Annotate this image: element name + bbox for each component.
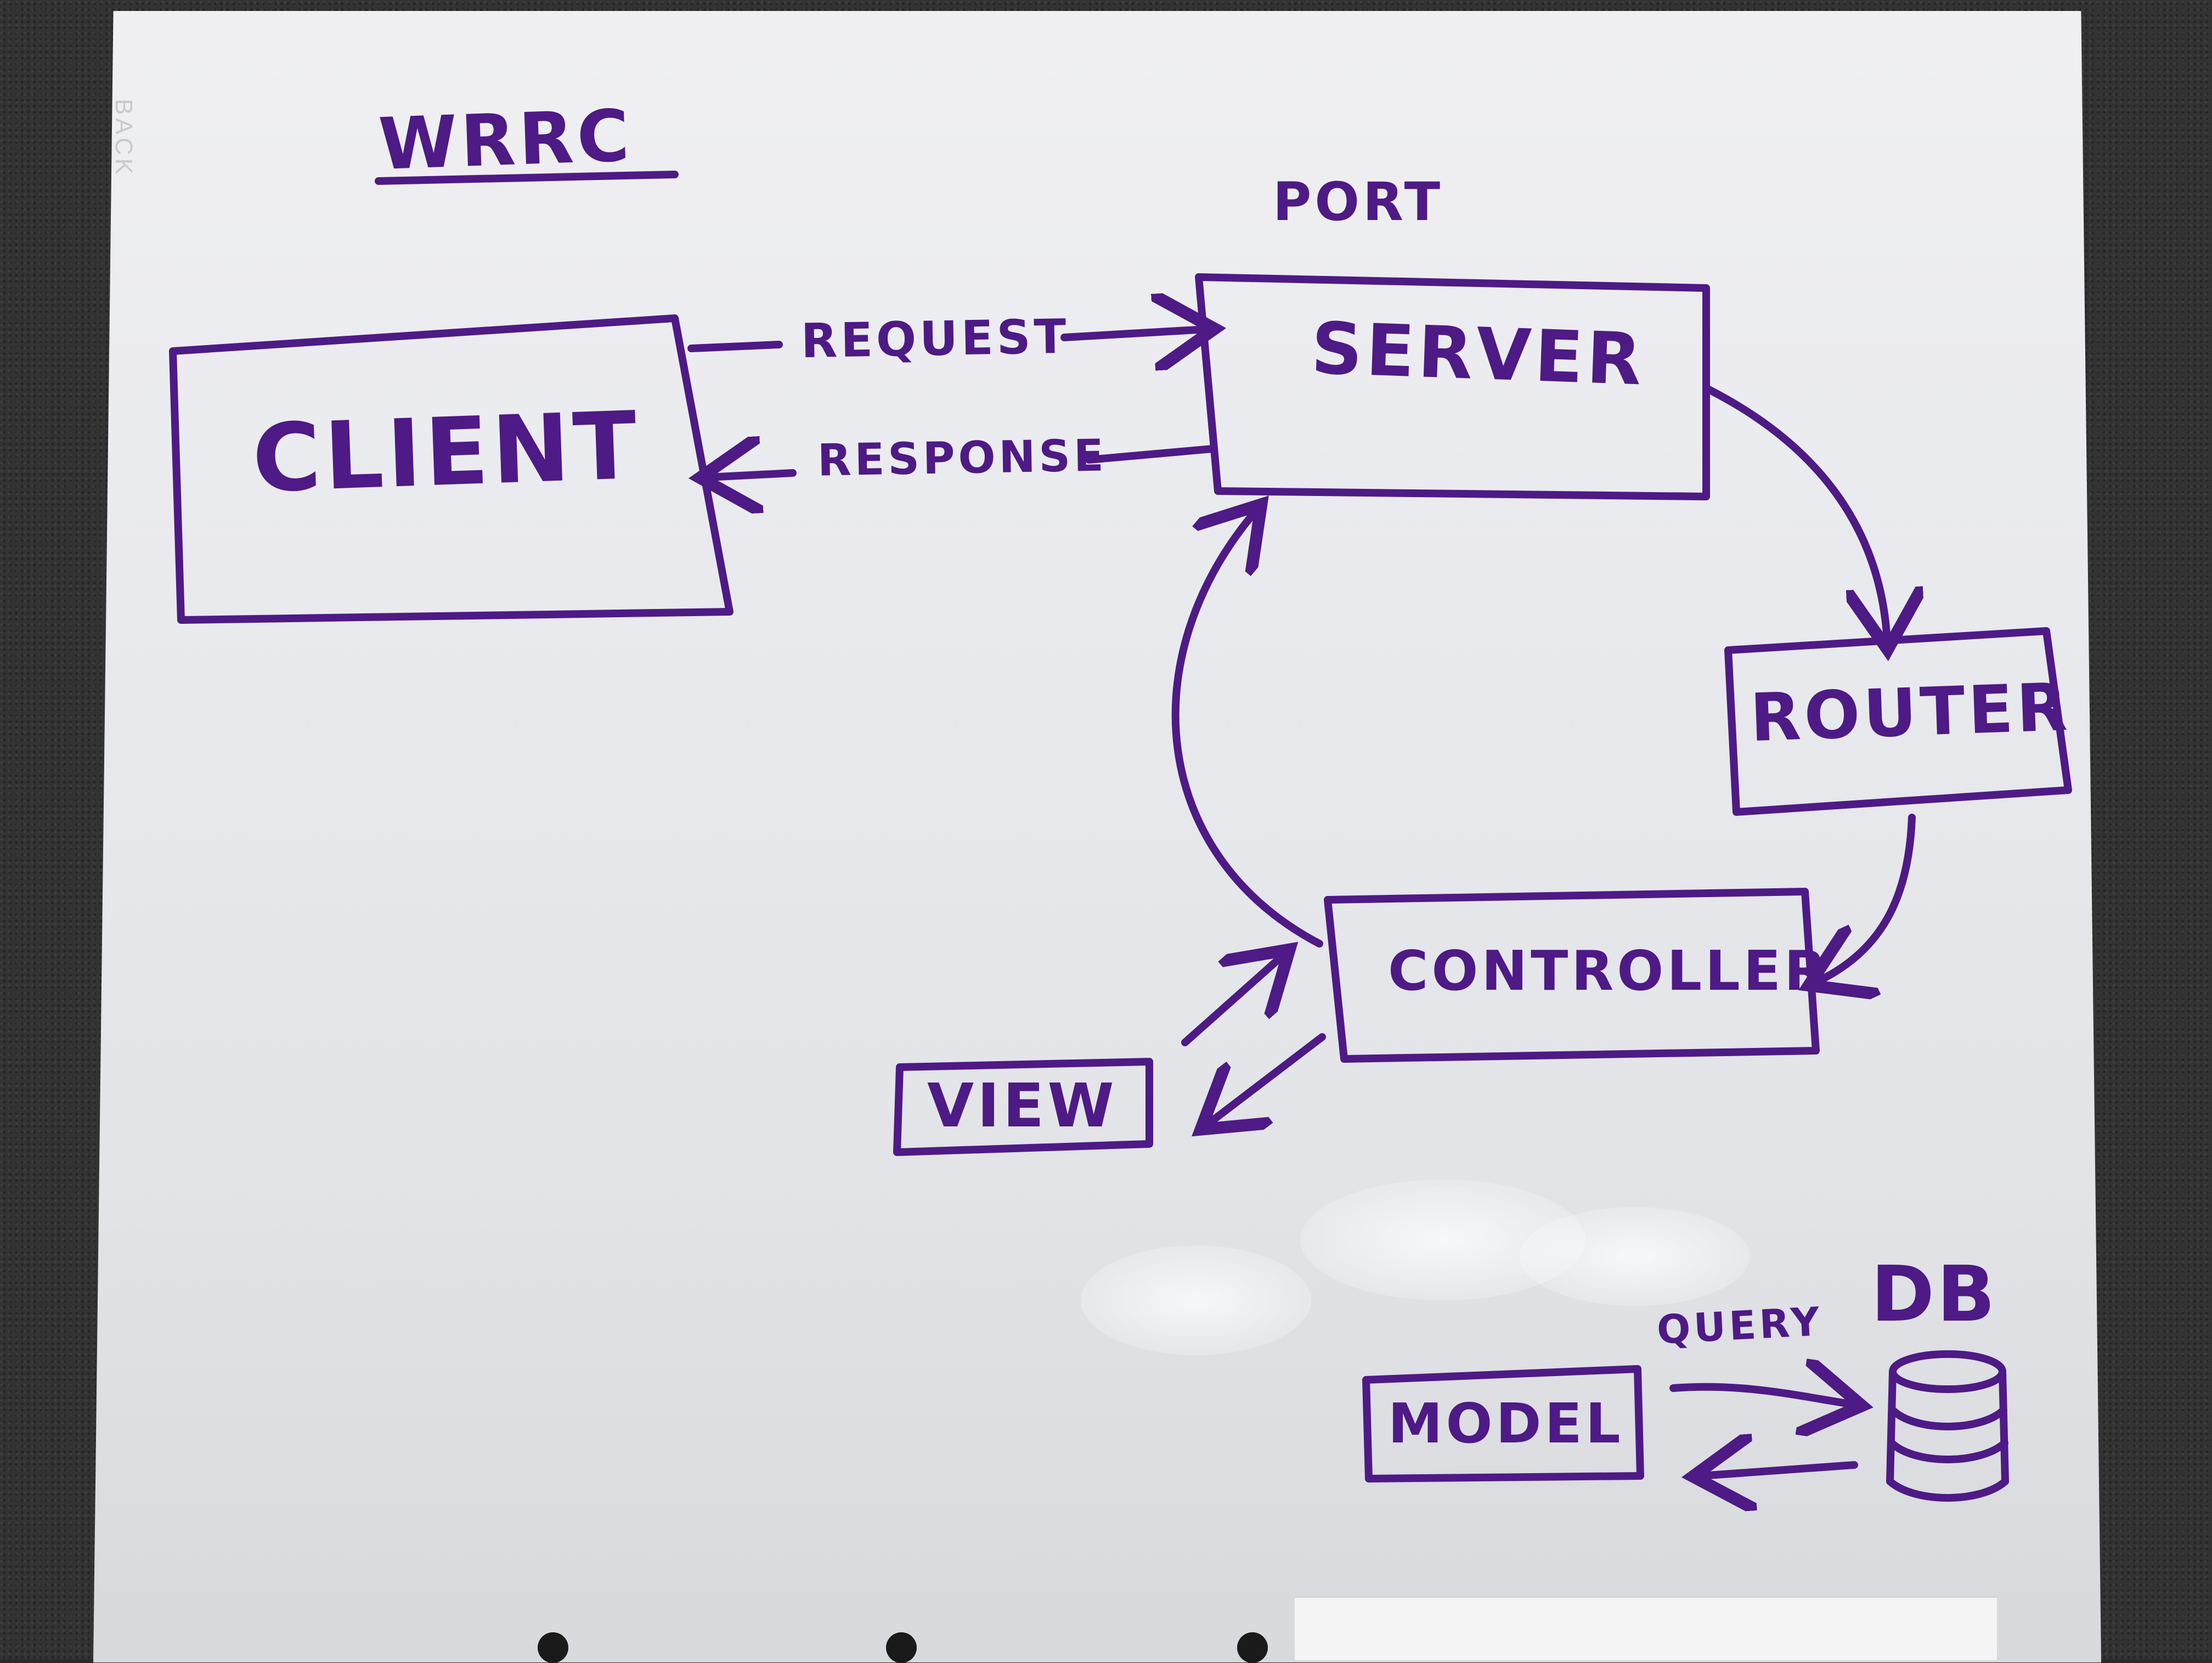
binder-hole-3	[1237, 1632, 1268, 1663]
server-box	[1195, 273, 1710, 500]
diagram-title: WRRC	[377, 93, 634, 187]
server-label: SERVER	[1310, 306, 1646, 402]
controller-box	[1324, 888, 1820, 1063]
binder-hole-1	[538, 1632, 568, 1663]
view-label: VIEW	[927, 1070, 1118, 1141]
router-controller-arrow	[1816, 814, 1916, 982]
model-box	[1362, 1365, 1644, 1482]
model-label: MODEL	[1388, 1391, 1624, 1456]
controller-server-arrow	[1171, 510, 1323, 948]
response-label: RESPONSE	[817, 430, 1108, 486]
query-label: QUERY	[1656, 1298, 1824, 1353]
response-line-right	[1085, 445, 1216, 464]
router-label: ROUTER	[1748, 669, 2072, 757]
paper-sheet	[1295, 1597, 1997, 1660]
client-box	[169, 314, 733, 624]
request-arrow	[1060, 329, 1207, 337]
binder-hole-2	[886, 1632, 917, 1663]
client-label: CLIENT	[250, 391, 642, 514]
controller-view-arrow	[1207, 1033, 1326, 1125]
port-label: PORT	[1273, 171, 1444, 233]
db-model-arrow	[1701, 1465, 1858, 1476]
db-label: DB	[1871, 1250, 1997, 1339]
response-arrow	[708, 473, 797, 477]
view-box	[893, 1058, 1153, 1156]
router-box	[1724, 627, 2072, 816]
request-line-left	[687, 341, 783, 352]
glare-3	[1081, 1245, 1311, 1355]
title-underline	[375, 171, 679, 185]
controller-label: CONTROLLER	[1388, 939, 1830, 1003]
request-label: REQUEST	[800, 309, 1070, 369]
model-db-arrow	[1669, 1387, 1854, 1405]
db-cylinder-icon	[1886, 1350, 2009, 1502]
glare-2	[1520, 1207, 1750, 1306]
view-controller-arrow	[1181, 955, 1284, 1046]
server-router-arrow	[1705, 386, 1887, 642]
